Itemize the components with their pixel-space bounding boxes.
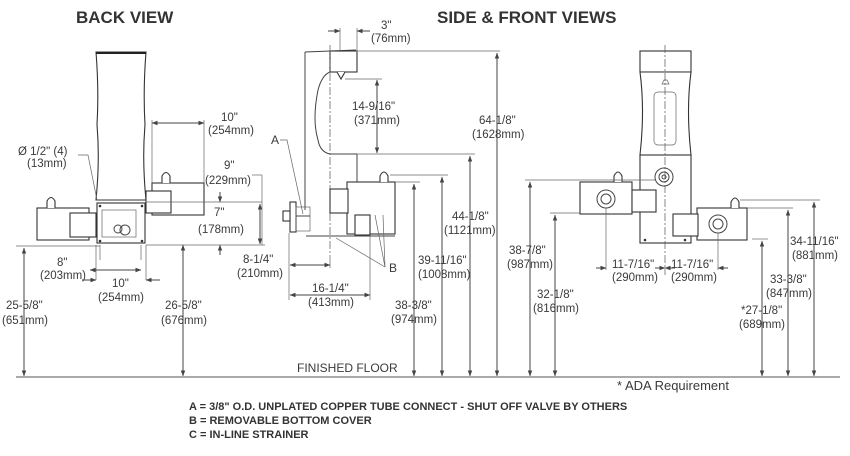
front-offset-left-line1: 11-7/16"	[612, 259, 654, 271]
label-a: A	[271, 133, 279, 147]
legend-item-b: B = REMOVABLE BOTTOM COVER	[189, 415, 372, 427]
front-33-line1: 33-3/8"	[770, 274, 807, 286]
back-height-9-line2: (229mm)	[205, 175, 251, 187]
front-38-line1: 38-7/8"	[509, 245, 546, 257]
legend-item-c: C = IN-LINE STRAINER	[189, 429, 309, 441]
side-38-line2: (974mm)	[391, 314, 437, 326]
back-hole-dim-line1: Ø 1/2" (4)	[18, 146, 68, 158]
back-hole-dim-line2: (13mm)	[27, 158, 67, 170]
side-depth-16-line1: 16-1/4"	[312, 283, 349, 295]
side-bubbler	[379, 171, 389, 182]
back-height-26-line2: (676mm)	[161, 315, 207, 327]
back-width-10-line1: 10"	[112, 278, 129, 290]
front-32-line2: (816mm)	[533, 303, 579, 315]
back-view: Ø 1/2" (4) (13mm) 10" (254mm) 9" (229mm)…	[2, 51, 265, 377]
back-width-8-line2: (203mm)	[40, 270, 86, 282]
side-depth-8-line1: 8-1/4"	[243, 254, 273, 266]
front-offset-left-line2: (290mm)	[612, 272, 658, 284]
side-44-line2: (1121mm)	[444, 225, 496, 237]
front-offset-right-line2: (290mm)	[671, 272, 717, 284]
ada-note: * ADA Requirement	[617, 378, 729, 393]
legend-item-a: A = 3/8" O.D. UNPLATED COPPER TUBE CONNE…	[189, 401, 627, 413]
back-width-top-line2: (254mm)	[208, 125, 254, 137]
back-height-7-line1: 7"	[214, 207, 224, 219]
side-overall-line2: (1628mm)	[472, 129, 525, 141]
back-height-9-line1: 9"	[224, 160, 234, 172]
side-front-views-title: SIDE & FRONT VIEWS	[437, 8, 616, 27]
back-view-title: BACK VIEW	[76, 8, 174, 27]
valve-icon	[119, 224, 131, 236]
front-27-line1: *27-1/8"	[741, 305, 782, 317]
side-spout-line1: 14-9/16"	[352, 101, 395, 113]
front-left-neck	[631, 189, 657, 213]
front-right-bubbler	[730, 197, 740, 208]
side-bowl	[346, 181, 396, 235]
back-lower-bowl-neck	[69, 212, 97, 238]
back-tower-body	[95, 51, 147, 201]
front-38-line2: (987mm)	[507, 259, 553, 271]
side-overall-line1: 64-1/8"	[479, 115, 516, 127]
supply-stub	[282, 210, 291, 222]
side-spout-line2: (371mm)	[354, 115, 400, 127]
side-depth-8-line2: (210mm)	[237, 268, 283, 280]
filler-nozzle-icon	[661, 79, 670, 85]
tower-drain-outer	[654, 167, 674, 187]
front-27-line2: (689mm)	[739, 319, 785, 331]
legend: A = 3/8" O.D. UNPLATED COPPER TUBE CONNE…	[189, 401, 627, 441]
back-upper-bubbler	[161, 171, 171, 183]
back-height-7-line2: (178mm)	[198, 224, 244, 236]
front-tower-waist	[639, 71, 692, 156]
side-hood	[329, 50, 358, 73]
back-width-top-line1: 10"	[221, 112, 238, 124]
front-34-line1: 34-11/16"	[790, 236, 839, 248]
side-view: A B 3" (76mm) 14-9/16" (371mm) 64-1/8" (…	[237, 20, 525, 377]
side-tower-curve	[314, 71, 357, 155]
side-38-line1: 38-3/8"	[395, 300, 432, 312]
side-bottom-cover	[354, 214, 371, 236]
front-tower-cap	[639, 50, 692, 73]
front-right-neck	[672, 213, 699, 237]
side-top-offset-line1: 3"	[381, 20, 391, 32]
side-filler-nozzle	[336, 71, 346, 81]
front-offset-right-line1: 11-7/16"	[671, 259, 713, 271]
back-width-10-line2: (254mm)	[98, 292, 144, 304]
side-top-offset-line2: (76mm)	[371, 33, 411, 45]
front-left-bubbler	[613, 171, 623, 182]
plumbing-box	[101, 209, 137, 238]
back-height-26-line1: 26-5/8"	[165, 300, 202, 312]
wall-flange	[289, 201, 297, 233]
front-right-bowl	[696, 207, 748, 241]
back-height-25-line1: 25-5/8"	[6, 300, 43, 312]
front-34-line2: (881mm)	[792, 250, 838, 262]
label-b: B	[389, 261, 397, 275]
front-view: 11-7/16" (290mm) 11-7/16" (290mm) 38-7/8…	[507, 45, 839, 393]
side-39-line1: 39-11/16"	[418, 255, 467, 267]
back-height-25-line2: (651mm)	[2, 315, 48, 327]
hole-leader	[78, 154, 98, 201]
side-depth-16-line2: (413mm)	[308, 297, 354, 309]
label-a-leader	[280, 139, 304, 215]
strainer-icon	[113, 224, 123, 234]
side-44-line1: 44-1/8"	[452, 211, 489, 223]
back-lower-bubbler	[46, 196, 56, 208]
front-32-line1: 32-1/8"	[537, 289, 574, 301]
side-bowl-neck	[329, 188, 349, 214]
front-33-line2: (847mm)	[766, 288, 812, 300]
side-39-line2: (1008mm)	[418, 269, 471, 281]
finished-floor-label: FINISHED FLOOR	[297, 361, 398, 375]
back-width-8-line1: 8"	[57, 257, 67, 269]
